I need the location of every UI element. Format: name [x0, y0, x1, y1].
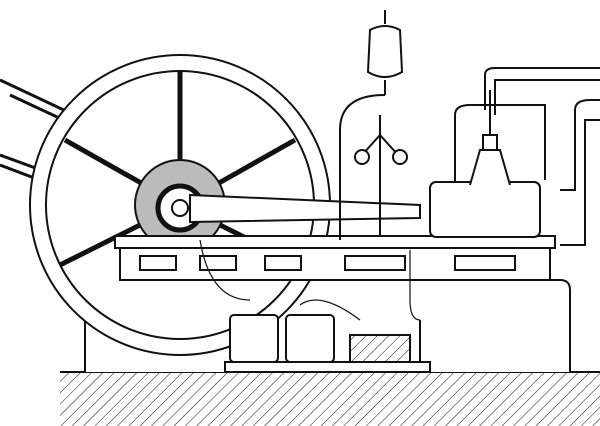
pipes [454, 67, 600, 246]
ground [60, 372, 600, 426]
battery-set [224, 314, 431, 373]
induction-coil [349, 334, 411, 363]
wires [199, 239, 421, 321]
governor [354, 115, 408, 236]
connecting-rod [189, 193, 421, 224]
oil-cup [339, 10, 404, 240]
engine-bed [114, 235, 556, 281]
cylinder [429, 90, 541, 238]
